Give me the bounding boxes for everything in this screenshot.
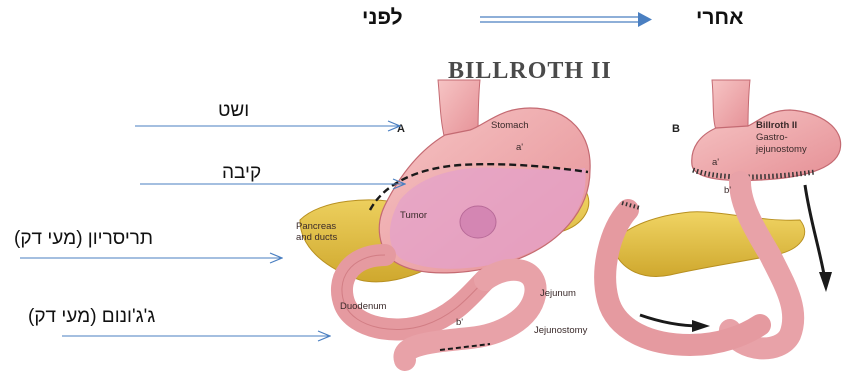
billroth-tag-2: Gastro-	[756, 132, 788, 143]
a-prime-b-tag: a'	[712, 157, 719, 168]
b-prime-b-tag: b'	[724, 185, 731, 196]
pancreas-tag-1: Pancreas	[296, 221, 336, 232]
jejunostomy-tag: Jejunostomy	[534, 325, 588, 336]
panel-a-letter: A	[397, 123, 405, 135]
billroth-tag-3: jejunostomy	[755, 144, 807, 155]
panel-b-letter: B	[672, 123, 680, 135]
panel-b-illustration: B Billroth II Gastro- jejunostomy a' b'	[605, 80, 840, 348]
before-after-arrow	[480, 12, 652, 27]
jejunum-tag: Jejunum	[540, 288, 576, 299]
billroth-tag-1: Billroth II	[756, 120, 797, 131]
stomach-tag: Stomach	[491, 120, 529, 131]
a-prime-tag: a'	[516, 142, 523, 153]
panel-a-illustration: A Stomach a' Tumor Pancreas and ducts Du…	[296, 80, 590, 360]
pancreas-tag-2: and ducts	[296, 232, 337, 243]
tumor-tag: Tumor	[400, 210, 427, 221]
duodenum-tag: Duodenum	[340, 301, 387, 312]
b-prime-tag: b'	[456, 317, 463, 328]
